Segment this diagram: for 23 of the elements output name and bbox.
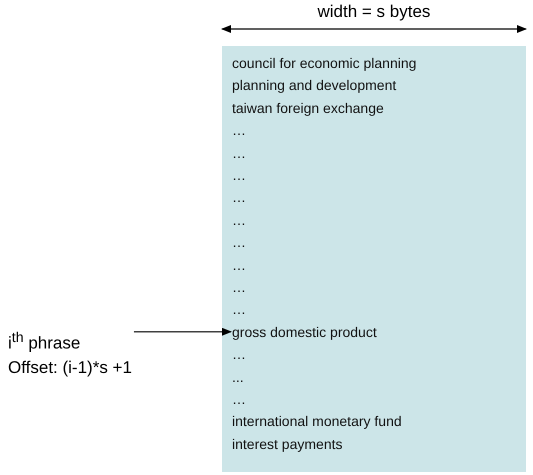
list-item-text: … (232, 233, 246, 252)
list-item-text: … (232, 166, 246, 184)
list-item-text: … (232, 256, 246, 274)
list-item-text: gross domestic product (232, 322, 377, 341)
dimension-label: width = s bytes (318, 2, 430, 22)
list-item-text: … (232, 144, 246, 162)
memory-block (222, 46, 526, 472)
list-item-text: … (232, 210, 246, 229)
list-item-text: … (232, 188, 246, 206)
list-item-text: … (232, 278, 246, 296)
list-item-text: taiwan foreign exchange (232, 98, 384, 117)
arrow (134, 328, 232, 336)
list-item-text: … (232, 345, 246, 364)
list-item-text: ... (232, 368, 244, 386)
list-item-text: … (232, 390, 246, 408)
list-item-text: … (232, 300, 246, 318)
list-item-text: planning and development (232, 76, 396, 94)
phrase-label: i$^{th}$ phrase (8, 329, 82, 355)
offset-label: Offset: (i-1)*s +1 (8, 356, 132, 379)
list-item-text: council for economic planning (232, 54, 416, 72)
list-item-text: interest payments (232, 434, 342, 453)
list-item-text: international monetary fund (232, 412, 402, 430)
list-item-text: … (232, 121, 246, 140)
